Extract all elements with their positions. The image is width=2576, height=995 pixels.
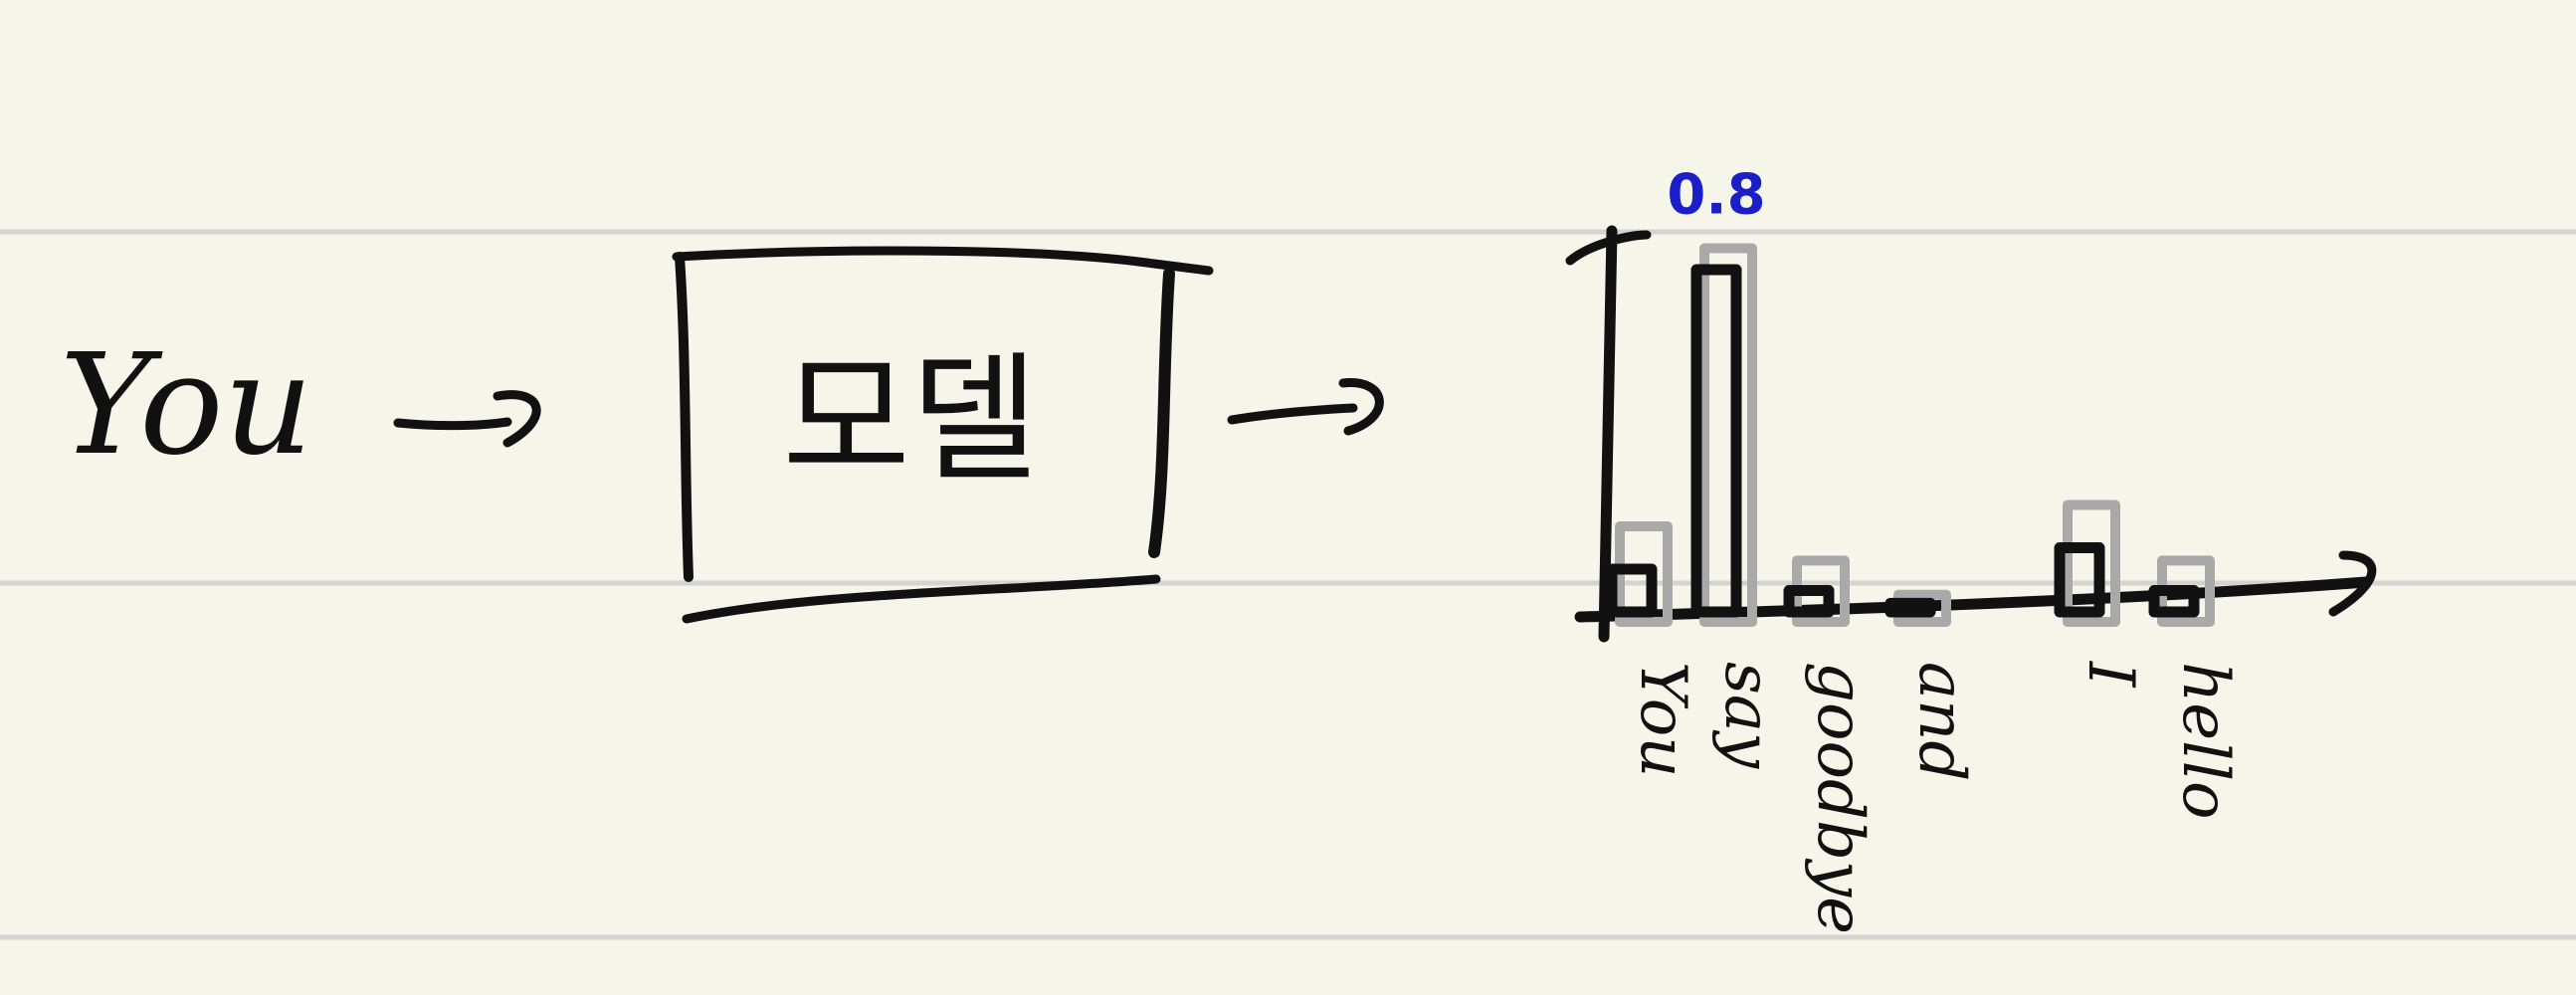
arrow-right-icon [1227,378,1384,436]
bar-current [1606,563,1658,618]
bar-current [1783,585,1835,618]
tick-label: I [2074,661,2147,689]
arrow-right-icon [393,390,541,448]
chart-axes [1565,225,2377,643]
y-axis-arrowhead [1565,230,1652,266]
input-word: You [60,324,313,487]
tick-label: say [1710,662,1784,769]
tick-label: You [1626,662,1699,777]
bars-layer: 0.8 [1606,163,2215,628]
model-box-label: 모델 [782,339,1039,501]
ruled-lines [0,229,2576,940]
value-label: 0.8 [1667,163,1765,228]
tick-label: goodbye [1803,662,1877,934]
bar-previous [2063,499,2120,627]
bar-current [1884,597,1936,618]
bar-current [2054,542,2105,618]
tick-label: hello [2168,662,2242,820]
bar-previous [1699,243,1757,627]
model-box [672,246,1214,624]
x-axis-arrowhead [2328,550,2377,617]
tick-label: and [1904,662,1978,781]
y-axis [1598,225,1618,643]
bar-current [2148,585,2200,618]
bar-current [1690,264,1742,618]
